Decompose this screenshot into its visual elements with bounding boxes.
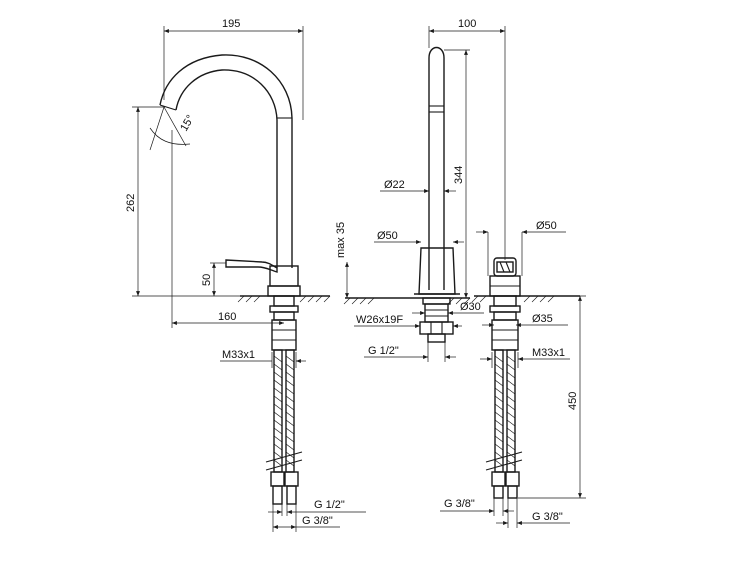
nut-w26x19f: W26x19F [356,314,403,326]
dim-50-lever: 50 [201,274,213,286]
conn-g-half-mid: G 1/2" [368,345,399,357]
conn-g-3-8-right-a: G 3/8" [444,498,475,510]
lever-handle [225,259,278,273]
fixing-nut-right [491,319,519,351]
dim-195: 195 [222,18,240,30]
front-view: 100 344 Ø22 max 35 Ø50 W26x19F Ø30 G 1/2… [335,18,506,362]
spout-inner [175,69,278,268]
dim-262: 262 [125,194,137,212]
dia-50-right: Ø50 [536,220,557,232]
spout-outer [159,54,293,268]
dia-22: Ø22 [384,179,405,191]
dim-160: 160 [218,311,236,323]
thread-m33-left: M33x1 [222,349,255,361]
counter-hatch-front [343,297,471,305]
body-base [269,265,299,287]
dia-35: Ø35 [532,313,553,325]
counter-hatch [237,295,331,303]
spout-tube [428,46,445,290]
flex-hoses [265,349,303,505]
nut-w26 [419,321,454,335]
dim-100: 100 [458,18,476,30]
conn-g-3-8-left: G 3/8" [302,515,333,527]
dim-450: 450 [567,392,579,410]
conn-g-half-left: G 1/2" [314,499,345,511]
dia-50-mid: Ø50 [377,230,398,242]
side-view: 195 262 15° 50 160 M33x1 G 1/2" [125,18,366,532]
angle-15: 15° [178,113,197,133]
fixing-nut [271,319,297,351]
dia-30: Ø30 [460,301,481,313]
counter-hatch-right [471,295,555,303]
dim-max-35: max 35 [335,222,347,258]
dim-344: 344 [453,166,465,184]
thread-m33-right: M33x1 [532,347,565,359]
right-view: Ø50 Ø35 M33x1 450 G 3/8" G 3/8" [440,220,586,528]
conn-g-3-8-right-b: G 3/8" [532,511,563,523]
flex-hoses-right [485,349,523,499]
